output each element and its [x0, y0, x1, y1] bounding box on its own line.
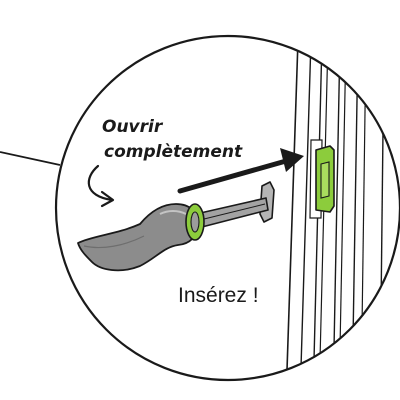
- annotation-line-1: Ouvrir: [102, 117, 164, 137]
- detail-circle-outline: [54, 34, 400, 382]
- curved-arrow-icon: [87, 164, 115, 208]
- instruction-label: Insérez !: [178, 284, 259, 307]
- door-frame-profile: [285, 39, 400, 380]
- green-collar-ring-icon: [185, 203, 205, 241]
- green-latch-receptacle-icon: [315, 145, 335, 213]
- push-arrow-icon: [177, 148, 304, 194]
- annotation-line-2: complètement: [104, 142, 243, 162]
- callout-leader-line: [0, 151, 61, 166]
